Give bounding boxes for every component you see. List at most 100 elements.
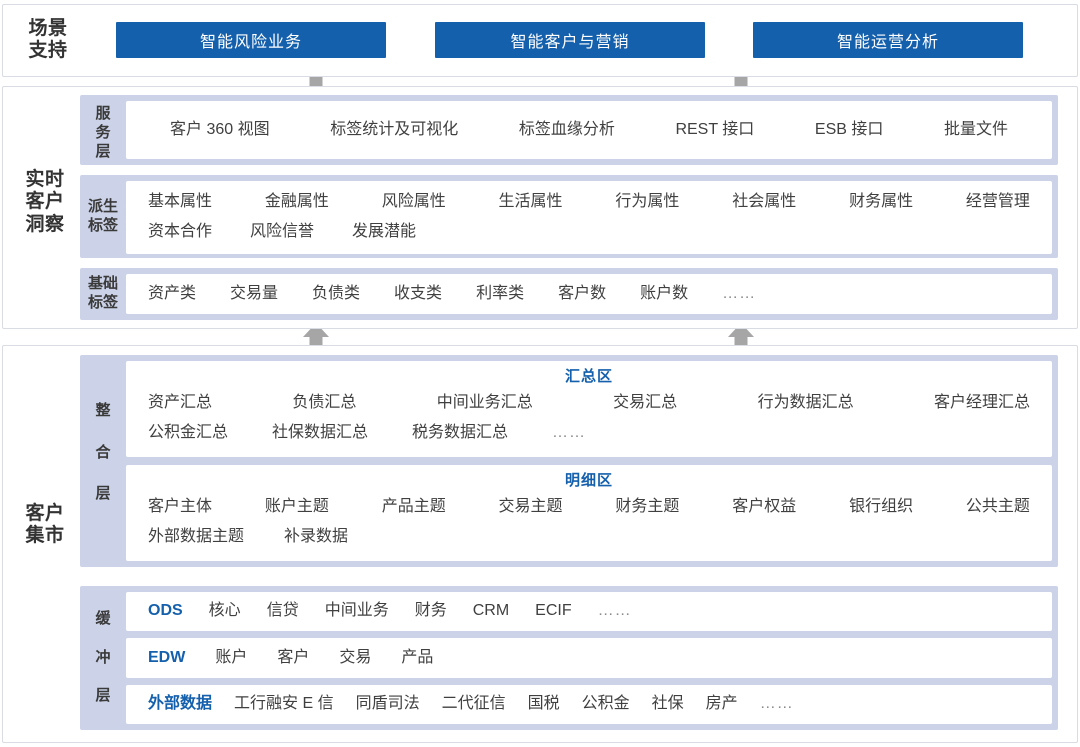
summary-zone: 汇总区 资产汇总 负债汇总 中间业务汇总 交易汇总 行为数据汇总 客户经理汇总 … — [126, 361, 1052, 457]
detail-item-6[interactable]: 银行组织 — [849, 497, 914, 515]
scene-button-customer-marketing[interactable]: 智能客户与营销 — [435, 22, 705, 58]
summary-item-4[interactable]: 行为数据汇总 — [757, 393, 854, 411]
basic-item-5[interactable]: 客户数 — [558, 284, 607, 302]
buffer-external-item-0[interactable]: 工行融安 E 信 — [234, 695, 334, 713]
summary-item-8[interactable]: 税务数据汇总 — [412, 424, 509, 441]
service-item-1[interactable]: 标签统计及可视化 — [330, 120, 459, 138]
basic-tag-items: 资产类 交易量 负债类 收支类 利率类 客户数 账户数 …… — [148, 279, 1030, 309]
derived-tag-row-2: 资本合作 风险信誉 发展潜能 — [148, 217, 1030, 247]
derived-tag-row-1: 基本属性 金融属性 风险属性 生活属性 行为属性 社会属性 财务属性 经营管理 — [148, 187, 1030, 217]
derived-item-7[interactable]: 经营管理 — [965, 193, 1030, 210]
integration-layer-label-line-3: 层 — [95, 484, 111, 502]
derived-item-6[interactable]: 财务属性 — [849, 193, 914, 210]
buffer-ods-accent[interactable]: ODS — [148, 602, 183, 620]
basic-item-0[interactable]: 资产类 — [148, 284, 197, 302]
buffer-ods-item-3[interactable]: 财务 — [414, 602, 447, 620]
derived-item-0[interactable]: 基本属性 — [148, 193, 213, 210]
summary-item-0[interactable]: 资产汇总 — [148, 393, 213, 411]
summary-item-1[interactable]: 负债汇总 — [292, 393, 357, 411]
scene-support-title: 场景 支持 — [12, 18, 84, 63]
service-item-4[interactable]: ESB 接口 — [814, 120, 884, 138]
service-layer-body: 客户 360 视图 标签统计及可视化 标签血缘分析 REST 接口 ESB 接口… — [126, 95, 1058, 165]
derived-item-5[interactable]: 社会属性 — [732, 193, 797, 210]
derived-item-3[interactable]: 生活属性 — [498, 193, 563, 210]
derived-item-2[interactable]: 风险属性 — [381, 193, 446, 210]
detail-item-9[interactable]: 补录数据 — [284, 528, 349, 545]
buffer-ods-item-2[interactable]: 中间业务 — [324, 602, 389, 620]
buffer-external-item-3[interactable]: 国税 — [527, 695, 560, 713]
summary-item-7[interactable]: 社保数据汇总 — [272, 424, 369, 441]
summary-item-5[interactable]: 客户经理汇总 — [933, 393, 1030, 411]
customer-mart-title-line-2: 集市 — [25, 525, 65, 547]
integration-layer-body: 汇总区 资产汇总 负债汇总 中间业务汇总 交易汇总 行为数据汇总 客户经理汇总 … — [126, 355, 1058, 567]
detail-zone-caption: 明细区 — [564, 472, 613, 489]
derived-tag-layer-label-line-2: 标签 — [87, 216, 118, 234]
integration-layer-label-line-2: 合 — [95, 443, 111, 461]
buffer-ods-item-4[interactable]: CRM — [472, 602, 510, 620]
buffer-external-item-2[interactable]: 二代征信 — [441, 695, 506, 713]
buffer-edw-item-0[interactable]: 账户 — [215, 648, 248, 666]
service-layer-label: 服 务 层 — [80, 95, 126, 165]
derived-tag-layer-label: 派生 标签 — [80, 175, 126, 258]
basic-tag-layer-label-line-2: 标签 — [87, 294, 118, 311]
basic-item-7: …… — [722, 284, 757, 302]
summary-item-3[interactable]: 交易汇总 — [613, 393, 678, 411]
customer-mart-title-line-1: 客户 — [25, 503, 65, 524]
scene-button-operations-analysis-label: 智能运营分析 — [836, 34, 939, 51]
basic-item-6[interactable]: 账户数 — [640, 284, 689, 302]
derived-item-1[interactable]: 金融属性 — [264, 193, 329, 210]
derived-item-4[interactable]: 行为属性 — [615, 193, 680, 210]
basic-item-4[interactable]: 利率类 — [476, 284, 525, 302]
detail-item-2[interactable]: 产品主题 — [381, 497, 446, 515]
detail-zone-row-1: 客户主体 账户主题 产品主题 交易主题 财务主题 客户权益 银行组织 公共主题 — [148, 492, 1030, 522]
detail-item-4[interactable]: 财务主题 — [615, 497, 680, 515]
service-layer-band: 服 务 层 客户 360 视图 标签统计及可视化 标签血缘分析 REST 接口 … — [80, 95, 1058, 165]
basic-item-2[interactable]: 负债类 — [312, 284, 361, 302]
summary-item-6[interactable]: 公积金汇总 — [148, 424, 229, 441]
buffer-layer-label-line-2: 冲 — [95, 648, 111, 666]
customer-mart-title: 客户 集市 — [12, 503, 78, 548]
scene-button-risk[interactable]: 智能风险业务 — [116, 22, 386, 58]
integration-layer-band: 整 合 层 汇总区 资产汇总 负债汇总 中间业务汇总 交易汇总 行为数据汇总 客… — [80, 355, 1058, 567]
detail-item-1[interactable]: 账户主题 — [264, 497, 329, 515]
service-item-3[interactable]: REST 接口 — [675, 120, 755, 138]
service-item-2[interactable]: 标签血缘分析 — [518, 120, 615, 138]
buffer-external-item-5[interactable]: 社保 — [651, 695, 684, 713]
summary-zone-row-1: 资产汇总 负债汇总 中间业务汇总 交易汇总 行为数据汇总 客户经理汇总 — [148, 388, 1030, 418]
realtime-insight-title-line-1: 实时 — [25, 169, 65, 190]
service-layer-label-line-3: 层 — [95, 142, 111, 160]
buffer-external-item-4[interactable]: 公积金 — [581, 695, 630, 713]
basic-item-1[interactable]: 交易量 — [230, 284, 279, 302]
buffer-ods-item-5[interactable]: ECIF — [535, 602, 572, 620]
detail-item-8[interactable]: 外部数据主题 — [148, 528, 245, 545]
buffer-layer-label-line-3: 层 — [95, 687, 111, 705]
basic-item-3[interactable]: 收支类 — [394, 284, 443, 302]
scene-button-operations-analysis[interactable]: 智能运营分析 — [753, 22, 1023, 58]
summary-item-2[interactable]: 中间业务汇总 — [436, 393, 533, 411]
detail-item-5[interactable]: 客户权益 — [732, 497, 797, 515]
service-item-0[interactable]: 客户 360 视图 — [170, 120, 270, 138]
realtime-insight-title-line-2: 客户 — [25, 191, 65, 213]
basic-tag-layer-band: 基础 标签 资产类 交易量 负债类 收支类 利率类 客户数 账户数 …… — [80, 268, 1058, 320]
buffer-ods-items: ODS 核心 信贷 中间业务 财务 CRM ECIF …… — [148, 596, 1030, 626]
service-layer-items: 客户 360 视图 标签统计及可视化 标签血缘分析 REST 接口 ESB 接口… — [142, 115, 1036, 145]
buffer-edw-item-3[interactable]: 产品 — [401, 648, 434, 666]
detail-item-3[interactable]: 交易主题 — [498, 497, 563, 515]
derived-item-10[interactable]: 发展潜能 — [352, 223, 417, 241]
derived-item-9[interactable]: 风险信誉 — [250, 223, 315, 241]
buffer-ods-item-0[interactable]: 核心 — [208, 602, 241, 620]
buffer-external-item-6[interactable]: 房产 — [705, 695, 738, 713]
derived-item-8[interactable]: 资本合作 — [148, 223, 213, 241]
derived-tag-layer-label-line-1: 派生 — [87, 197, 118, 215]
summary-zone-row-2: 公积金汇总 社保数据汇总 税务数据汇总 …… — [148, 418, 1030, 448]
buffer-ods-item-1[interactable]: 信贷 — [266, 602, 299, 620]
buffer-external-accent[interactable]: 外部数据 — [148, 695, 213, 713]
detail-item-0[interactable]: 客户主体 — [148, 497, 213, 515]
buffer-edw-item-2[interactable]: 交易 — [339, 648, 372, 666]
service-item-5[interactable]: 批量文件 — [943, 120, 1008, 138]
buffer-external-item-1[interactable]: 同盾司法 — [355, 695, 420, 713]
detail-item-7[interactable]: 公共主题 — [965, 497, 1030, 515]
buffer-edw-accent[interactable]: EDW — [148, 648, 186, 666]
buffer-edw-item-1[interactable]: 客户 — [277, 648, 310, 666]
